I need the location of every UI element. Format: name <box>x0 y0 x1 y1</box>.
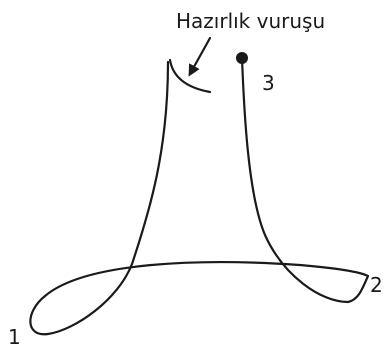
preparatory-beat-caption: Hazırlık vuruşu <box>176 9 325 33</box>
point-label-3: 3 <box>262 71 275 95</box>
point-label-1: 1 <box>8 325 21 349</box>
beat-pattern-path <box>30 58 368 334</box>
point-label-2: 2 <box>370 273 383 297</box>
start-point-dot <box>236 52 248 64</box>
preparatory-stroke <box>170 60 210 92</box>
caption-arrow <box>190 38 210 74</box>
